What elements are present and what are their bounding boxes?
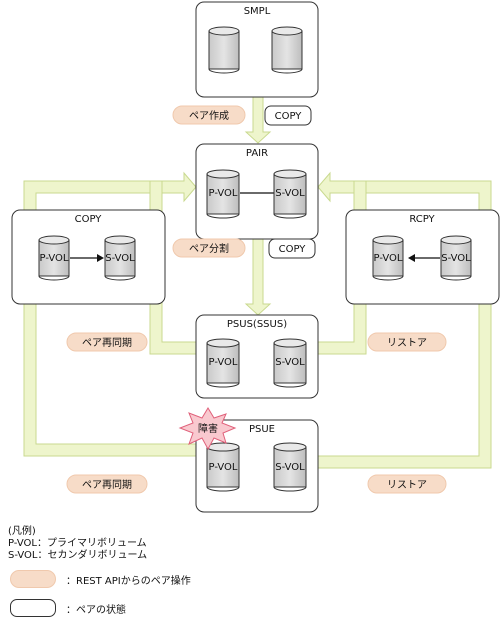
svol-label: S-VOL (275, 357, 305, 368)
smpl-state-label: SMPL (244, 6, 271, 17)
svg-text:リストア: リストア (387, 480, 427, 491)
svol-label: S-VOL (275, 188, 305, 199)
rcpy-state-label: RCPY (409, 214, 435, 225)
pvol-label: P-VOL (374, 253, 403, 264)
svg-text:ペア作成: ペア作成 (189, 110, 229, 122)
operation-pill-resync: ペア再同期 (66, 332, 148, 352)
volume-svol: S-VOL (273, 169, 307, 219)
operation-pill-split: ペア分割 (172, 238, 246, 258)
transition-state-copy: COPY (268, 238, 316, 259)
svg-text:COPY: COPY (279, 244, 307, 255)
volume-unpaired (208, 26, 240, 74)
volume-unpaired (271, 26, 303, 74)
legend-title: (凡例) (8, 526, 36, 537)
pvol-label: P-VOL (209, 462, 238, 473)
failure-label: 障害 (198, 422, 218, 435)
legend-state-row: ：ペアの状態 (10, 599, 126, 617)
volume-svol: S-VOL (440, 235, 472, 281)
psus-state-label: PSUS(SSUS) (227, 319, 287, 330)
pvol-label: P-VOL (209, 188, 238, 199)
svg-text:COPY: COPY (275, 111, 303, 122)
operation-pill-restore: リストア (367, 332, 447, 352)
operation-pill-restore: リストア (367, 474, 447, 494)
volume-pvol: P-VOL (206, 442, 240, 492)
volume-svol: S-VOL (273, 442, 307, 492)
pair-state-label: PAIR (246, 148, 268, 159)
legend-state-text: ：ペアの状態 (66, 604, 126, 616)
arrow-pair-to-psus (244, 238, 272, 316)
legend: (凡例) P-VOL：プライマリボリューム S-VOL：セカンダリボリューム (8, 526, 147, 562)
svg-text:ペア再同期: ペア再同期 (82, 479, 132, 491)
volume-svol: S-VOL (104, 235, 136, 281)
volume-pvol: P-VOL (206, 169, 240, 219)
legend-operation-swatch (10, 570, 56, 588)
svg-text:ペア分割: ペア分割 (189, 242, 229, 255)
legend-pvol: P-VOL：プライマリボリューム (8, 538, 147, 549)
arrow-smpl-to-pair (244, 96, 272, 144)
rcpy-state-box: RCPY P-VOL S-VOL (345, 209, 500, 305)
psus-state-box: PSUS(SSUS) P-VOL S-VOL (195, 314, 319, 399)
svol-label: S-VOL (441, 253, 471, 264)
svg-text:ペア再同期: ペア再同期 (82, 337, 132, 349)
svg-text:リストア: リストア (387, 338, 427, 349)
legend-state-swatch (10, 599, 56, 617)
psue-state-label: PSUE (249, 424, 275, 435)
transition-state-copy: COPY (264, 105, 312, 126)
pvol-label: P-VOL (209, 357, 238, 368)
volume-svol: S-VOL (273, 338, 307, 388)
smpl-state-box: SMPL (195, 1, 319, 98)
volume-pvol: P-VOL (372, 235, 404, 281)
pvol-label: P-VOL (40, 253, 69, 264)
svol-label: S-VOL (275, 462, 305, 473)
operation-pill-create: ペア作成 (172, 105, 246, 125)
volume-pvol: P-VOL (206, 338, 240, 388)
volume-pvol: P-VOL (38, 235, 70, 281)
legend-operation-text: ：REST APIからのペア操作 (66, 575, 191, 587)
copy-state-box: COPY P-VOL S-VOL (11, 209, 166, 305)
legend-svol: S-VOL：セカンダリボリューム (8, 550, 148, 561)
pair-state-box: PAIR P-VOL S-VOL (195, 143, 319, 240)
svol-label: S-VOL (105, 253, 135, 264)
copy-state-label: COPY (75, 214, 103, 225)
failure-burst-icon: 障害 (178, 407, 237, 451)
operation-pill-resync: ペア再同期 (66, 474, 148, 494)
legend-operation-row: ：REST APIからのペア操作 (10, 570, 191, 588)
